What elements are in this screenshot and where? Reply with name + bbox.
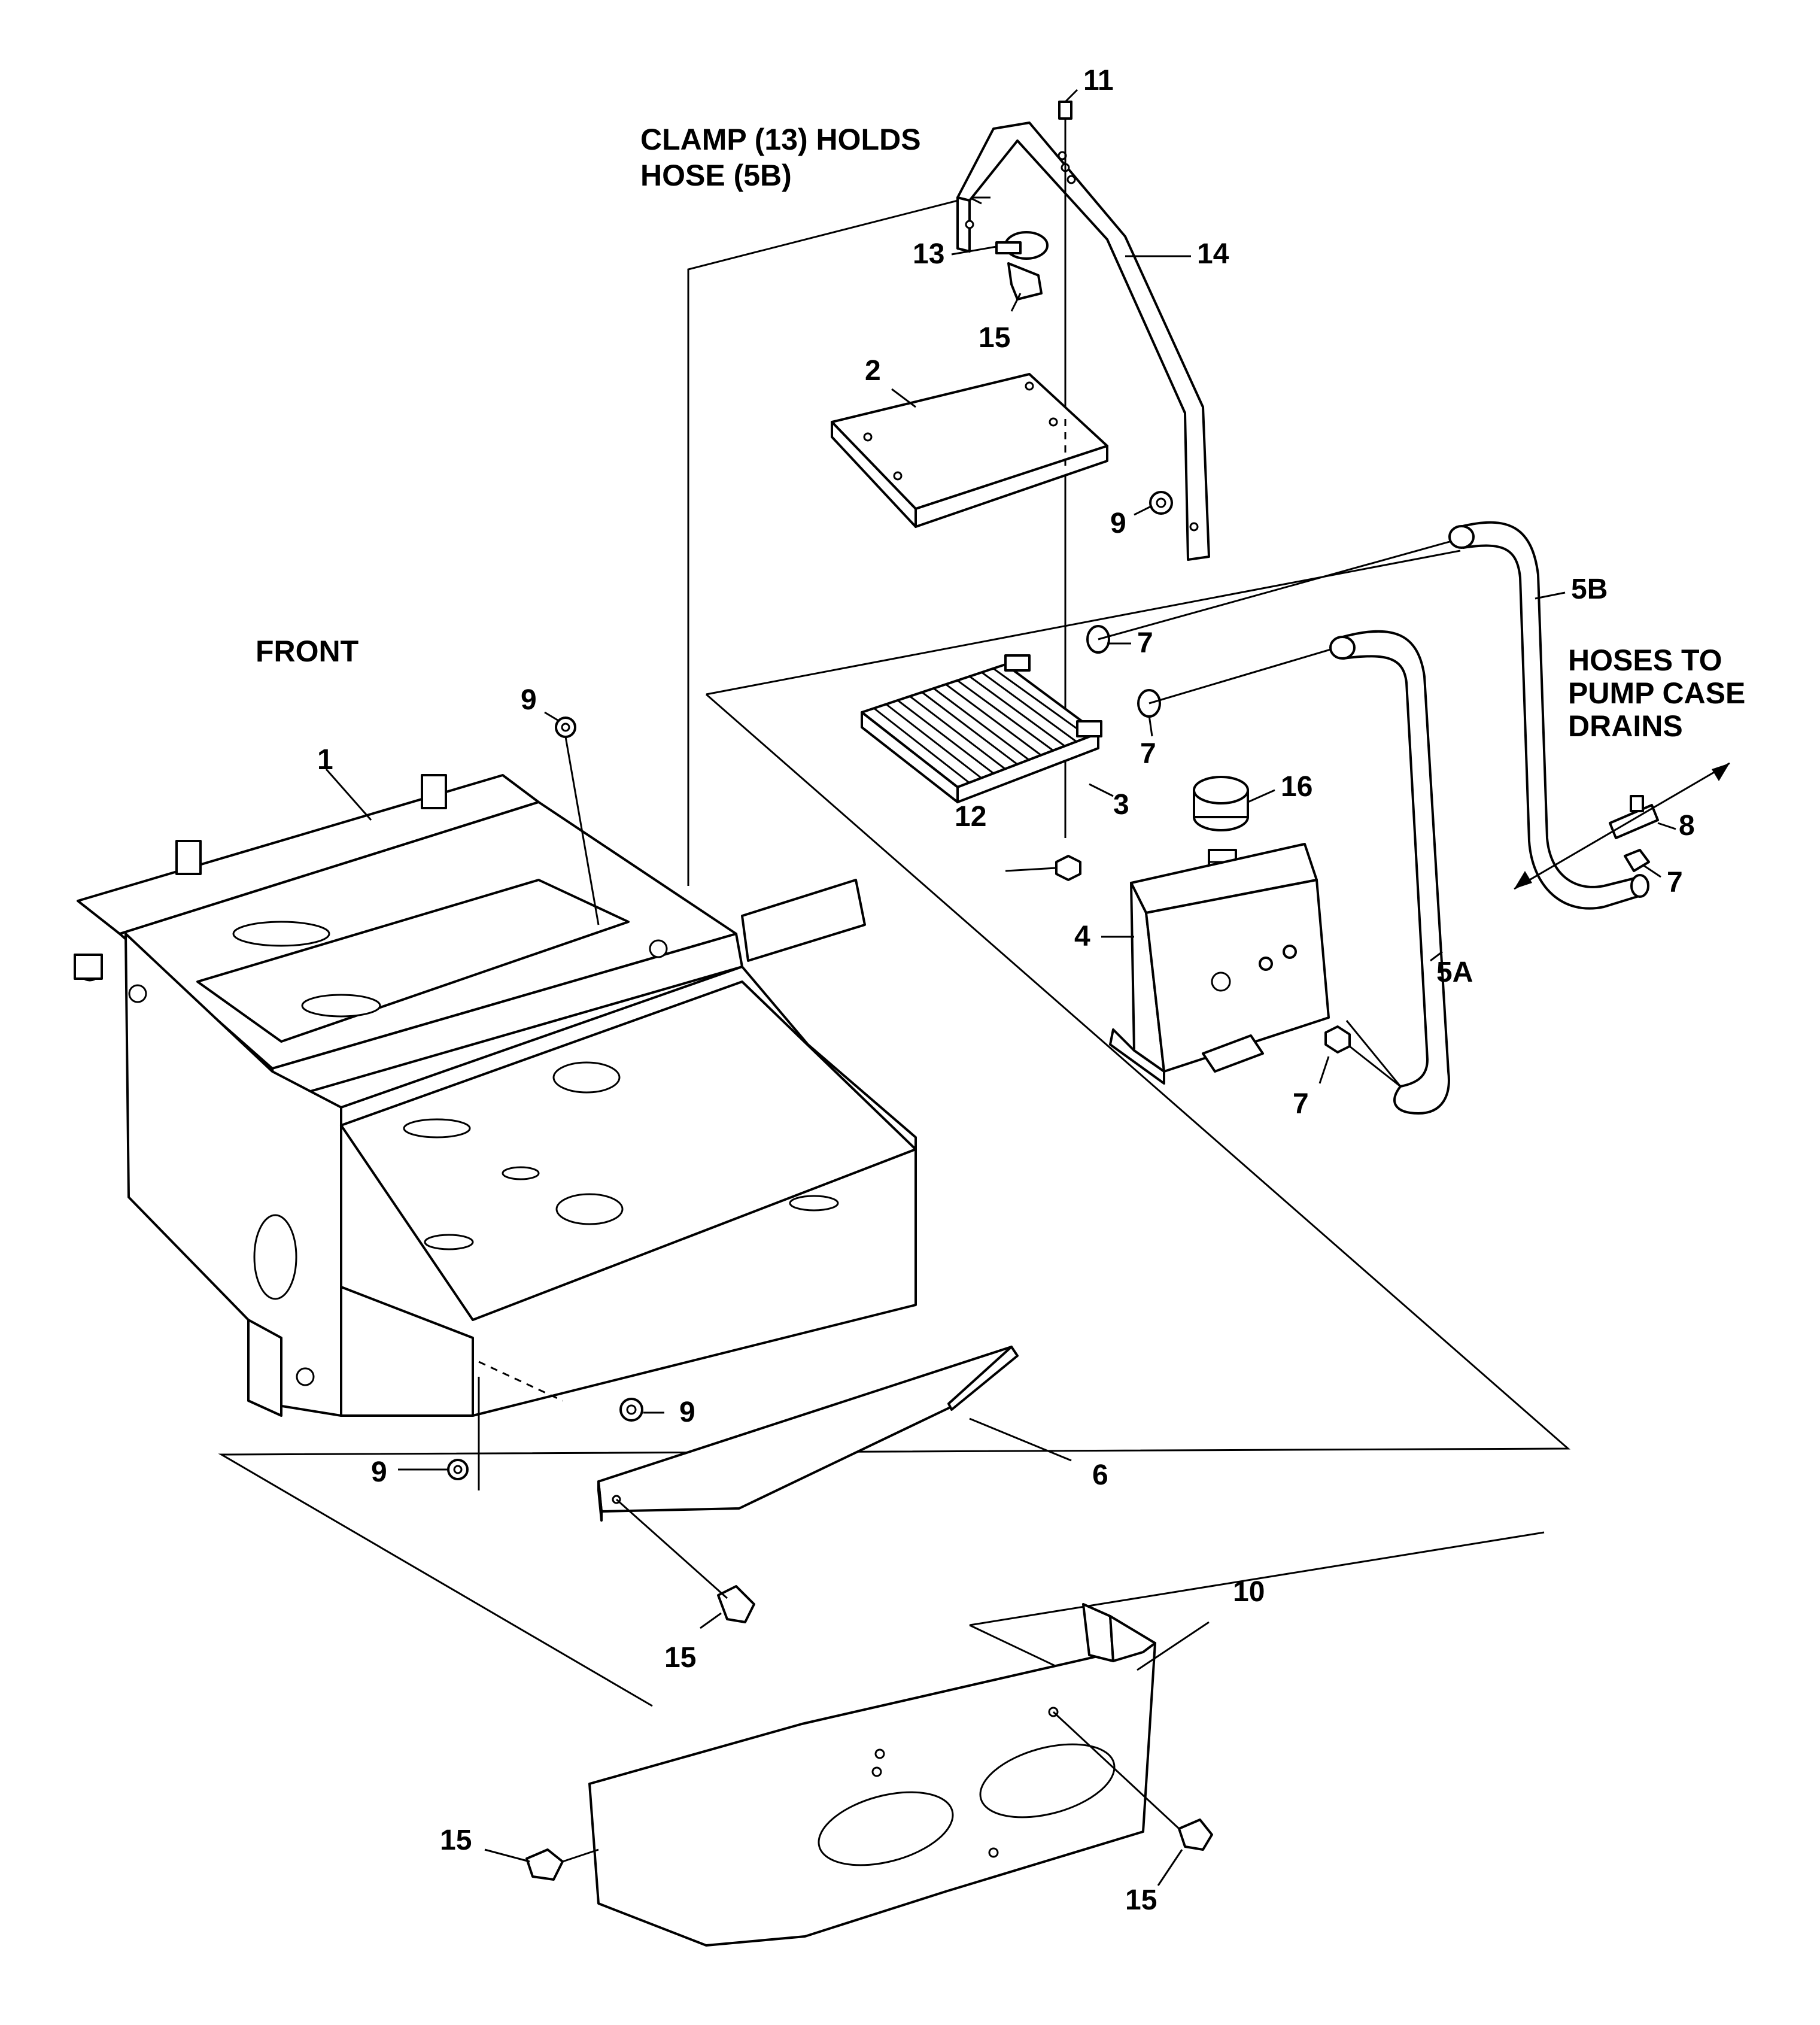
callout-15-middle: 15 [664,1642,696,1674]
callout-2: 2 [865,355,881,387]
nut-12 [1055,855,1081,881]
assembly-guide-lines [218,196,1570,1707]
bolt-15-middle [616,1498,755,1623]
hoses-note-line1: HOSES TO [1568,643,1722,677]
washer-9-lower-left [447,1377,480,1490]
callout-12: 12 [955,801,986,833]
callout-7-upper: 7 [1137,627,1153,659]
hose-5b [1448,521,1649,910]
reservoir-tank [1109,843,1330,1085]
callout-15-bottom-left: 15 [440,1824,472,1856]
callout-15-bottom-right: 15 [1125,1884,1157,1916]
flow-arrows [1514,762,1730,890]
hose-5a [1329,630,1450,1115]
rear-shield [588,1603,1156,1947]
bolt-15-bottom-right [1052,1711,1213,1851]
callout-7-second: 7 [1140,738,1156,770]
hoses-note-line2: PUMP CASE [1568,676,1745,710]
callout-15-top: 15 [979,322,1010,354]
oil-cooler [861,654,1102,803]
callout-8: 8 [1679,810,1695,842]
washer-9-frame [555,717,600,925]
main-frame [74,774,917,1417]
hose-clamp-7-tank [1324,1025,1401,1088]
washer-9-lower-right [619,1398,643,1422]
bolt-15-top [1007,262,1043,300]
callout-14: 14 [1197,238,1229,270]
callout-9-lower-right: 9 [679,1396,695,1428]
washer-9-top [1149,491,1173,515]
clamp-note-line1: CLAMP (13) HOLDS [640,123,921,156]
hose-clamp-7-upper [1086,538,1461,718]
callout-1: 1 [317,744,333,776]
cooler-mount-plate [831,373,1108,528]
leader-lines [325,89,1676,1886]
cooler-fins [873,667,1090,784]
callout-3: 3 [1113,789,1129,821]
clamp-note-line2: HOSE (5B) [640,159,792,192]
callout-6: 6 [1092,1459,1108,1491]
callout-4: 4 [1074,921,1090,952]
cover-plate [478,1346,1019,1522]
callout-13: 13 [913,238,944,270]
callout-5b: 5B [1571,573,1608,605]
hoses-note-line3: DRAINS [1568,709,1683,743]
hose-clamp-13 [995,231,1049,260]
callout-7-tank: 7 [1293,1088,1309,1120]
callout-9-top: 9 [1110,508,1126,539]
callout-7-right: 7 [1667,867,1683,898]
callout-9-lower-left: 9 [371,1456,387,1488]
callout-11: 11 [1083,65,1114,96]
front-label: FRONT [256,634,358,668]
callout-9-frame: 9 [521,684,537,716]
callout-5a: 5A [1436,957,1473,988]
tee-fitting-8 [1609,795,1659,872]
callout-16: 16 [1281,771,1312,803]
bolt-15-bottom-left [525,1848,599,1881]
callout-10: 10 [1233,1576,1265,1608]
